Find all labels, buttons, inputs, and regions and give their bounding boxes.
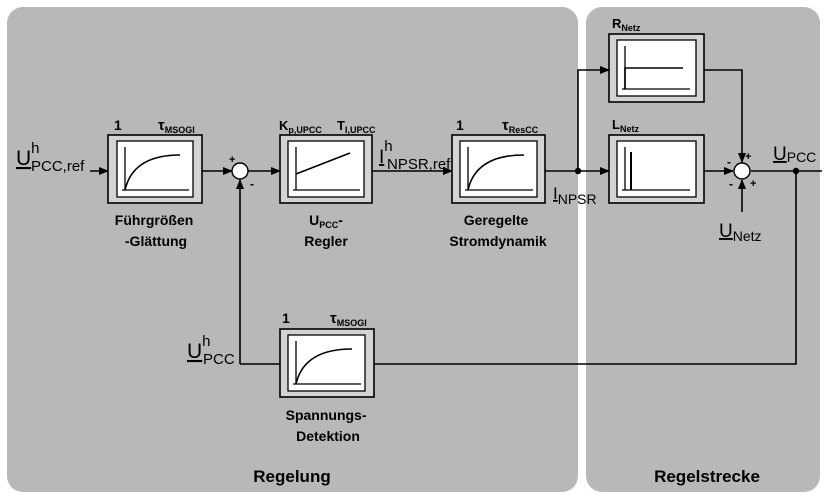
sum2-sign-bottom: + — [750, 178, 756, 190]
regelung-region — [7, 7, 578, 492]
sum2-sign-left-bottom: - — [729, 177, 733, 191]
regler-kp: Kp,UPCC — [279, 118, 322, 135]
to-r-netz-wire — [577, 66, 610, 171]
sum2-sign-top: + — [745, 151, 751, 163]
sum1-junction — [231, 162, 249, 180]
regler-caption-2: Regler — [304, 233, 348, 249]
fuehrung-gain: 1 — [114, 117, 122, 133]
junction-dot — [574, 167, 582, 175]
regler-caption-1: UPCC- — [309, 212, 343, 230]
regelung-label: Regelung — [253, 467, 330, 486]
regler-block — [279, 134, 373, 204]
u-netz-label: UNetz — [719, 221, 762, 244]
sum2-sign-left: - — [727, 155, 731, 169]
r-netz-to-sum2-wire — [704, 69, 746, 163]
detektion-caption: Spannungs- Detektion — [286, 407, 371, 444]
strom-caption: Geregelte Stromdynamik — [449, 212, 546, 249]
fuehrung-tau: τMSOGI — [158, 117, 195, 135]
r-netz-block — [608, 33, 705, 103]
strom-block — [451, 134, 546, 204]
detektion-gain: 1 — [282, 310, 290, 326]
detektion-tau: τMSOGI — [330, 310, 367, 328]
regelstrecke-label: Regelstrecke — [654, 467, 760, 486]
i-npsr-label: INPSR — [553, 184, 597, 207]
junction-dot — [792, 167, 800, 175]
sum1-sign-bottom: - — [250, 177, 254, 191]
feedback-wire — [374, 171, 797, 365]
r-netz-label: RNetz — [612, 16, 641, 33]
l-netz-block — [608, 134, 705, 204]
regelstrecke-region — [586, 7, 820, 492]
l-netz-label: LNetz — [612, 117, 639, 134]
u-pcc-out-label: UPCC — [773, 144, 816, 165]
regler-ti: TI,UPCC — [337, 118, 376, 135]
strom-tau: τResCC — [502, 117, 539, 135]
fuehrung-caption: Führgrößen -Glättung — [115, 212, 197, 249]
sum1-sign-top: + — [229, 154, 235, 166]
fuehrung-block — [107, 134, 203, 204]
strom-gain: 1 — [456, 117, 464, 133]
detektion-block — [279, 328, 375, 398]
sum2-junction — [733, 162, 751, 180]
